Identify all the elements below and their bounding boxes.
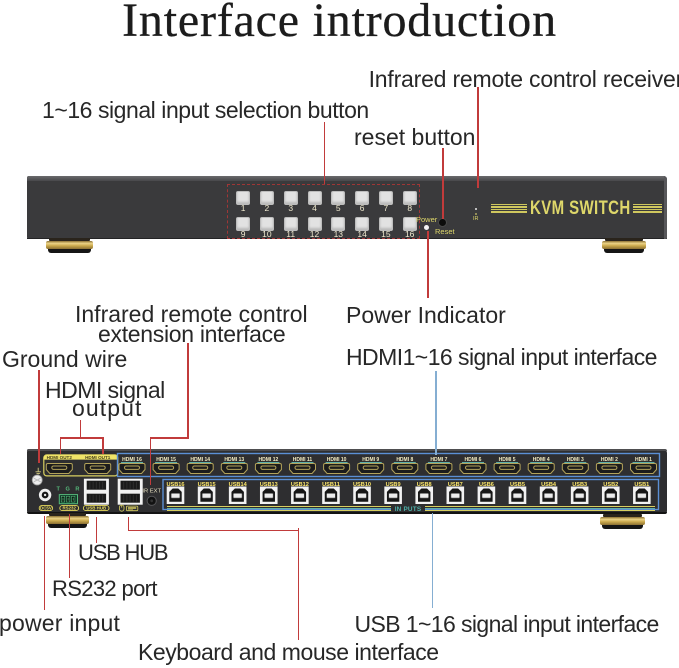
svg-text:HDMI 16: HDMI 16 [122,457,142,463]
svg-text:USB14: USB14 [229,482,248,488]
svg-text:HDMI OUT2: HDMI OUT2 [47,455,73,460]
svg-text:USB HUB: USB HUB [86,506,106,511]
svg-text:HDMI 7: HDMI 7 [430,457,447,463]
svg-text:USB10: USB10 [353,482,371,488]
svg-text:T G R: T G R [57,487,82,493]
svg-text:HDMI 2: HDMI 2 [601,457,618,463]
svg-text:USB16: USB16 [166,482,184,488]
svg-text:HDMI 8: HDMI 8 [396,457,413,463]
svg-text:HDMI 10: HDMI 10 [327,457,347,463]
svg-text:RS232: RS232 [62,506,76,511]
svg-text:USB3: USB3 [572,482,587,488]
svg-text:HDMI 14: HDMI 14 [190,457,210,463]
svg-text:DC5V: DC5V [40,506,52,511]
svg-text:USB11: USB11 [322,482,340,488]
svg-text:USB4: USB4 [541,482,557,488]
svg-text:USB6: USB6 [479,482,494,488]
svg-text:HDMI 9: HDMI 9 [362,457,379,463]
svg-text:HDMI 6: HDMI 6 [465,457,482,463]
svg-text:HDMI 15: HDMI 15 [156,457,176,463]
svg-text:HDMI 11: HDMI 11 [293,457,313,463]
svg-text:USB12: USB12 [291,482,309,488]
svg-text:USB9: USB9 [386,482,401,488]
svg-text:HDMI 5: HDMI 5 [499,457,516,463]
svg-text:HDMI 1: HDMI 1 [635,457,652,463]
svg-text:HDMI 3: HDMI 3 [567,457,584,463]
svg-text:HDMI OUT1: HDMI OUT1 [85,455,111,460]
svg-text:IN PUTS: IN PUTS [395,506,422,513]
svg-text:USB15: USB15 [198,482,216,488]
svg-text:HDMI 13: HDMI 13 [224,457,244,463]
svg-text:HDMI 4: HDMI 4 [533,457,550,463]
svg-text:HDMI 12: HDMI 12 [259,457,279,463]
svg-text:USB7: USB7 [448,482,463,488]
svg-text:USB13: USB13 [260,482,278,488]
svg-text:IR EXT: IR EXT [142,489,161,495]
svg-text:USB8: USB8 [417,482,432,488]
svg-text:USB5: USB5 [510,482,525,488]
svg-text:USB2: USB2 [603,482,618,488]
svg-text:USB1: USB1 [634,482,649,488]
